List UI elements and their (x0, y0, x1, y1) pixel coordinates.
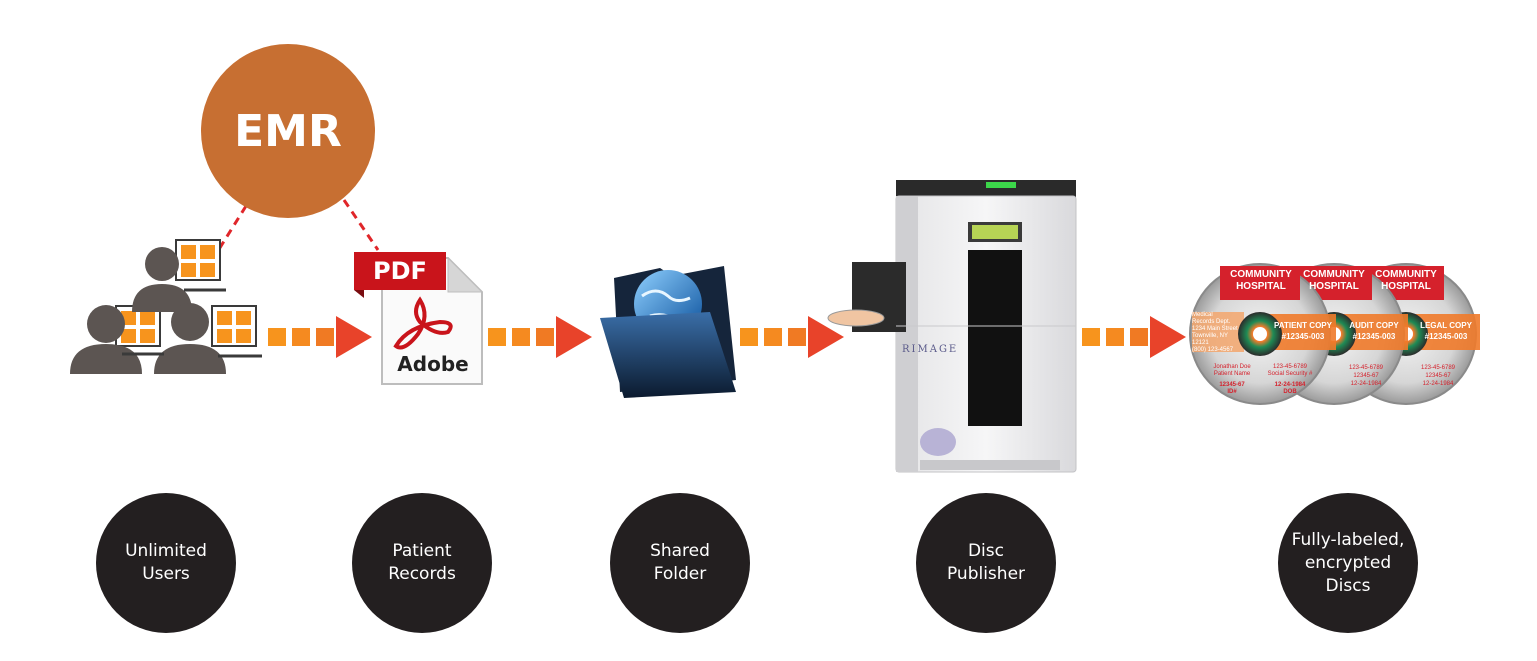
flow-arrow-1 (268, 316, 372, 358)
step-4-line2: Publisher (946, 564, 1026, 584)
disc-2-dob: 12-24-1984 (1350, 381, 1382, 387)
emr-connector-pdf (342, 199, 380, 251)
disc-1-id-label: ID# (1227, 389, 1237, 395)
disc-3-id: 12345-67 (1425, 373, 1451, 379)
disc-1-org-line1: COMMUNITY (1230, 269, 1292, 280)
disc-1-name-label: Patient Name (1213, 371, 1251, 377)
step-1-line2: Users (142, 564, 190, 584)
step-2-line1: Patient (392, 541, 452, 561)
step-1-line1: Unlimited (125, 541, 207, 561)
shared-folder-icon (600, 266, 736, 398)
step-2-line2: Records (388, 564, 456, 584)
disc-publisher-machine (827, 180, 1077, 473)
flow-arrow-2 (488, 316, 592, 358)
disc-3-org-line2: HOSPITAL (1381, 281, 1431, 292)
emr-circle: EMR (201, 44, 375, 218)
disc-3-number: #12345-003 (1424, 332, 1468, 341)
disc-1-ssn: 123-45-6789 (1272, 364, 1308, 370)
disc-2-id: 12345-67 (1353, 373, 1379, 379)
disc-3-org-line1: COMMUNITY (1375, 269, 1437, 280)
disc-3-copy: LEGAL COPY (1420, 321, 1472, 330)
disc-1-dob: 12-24-1984 (1274, 382, 1306, 388)
users-icon (70, 239, 262, 374)
disc-1-addr2: Townville, NY 12121 (1192, 333, 1228, 346)
step-5-line1: Fully-labeled, (1291, 529, 1405, 550)
disc-1-id: 12345-67 (1219, 382, 1245, 388)
step-3-line2: Folder (653, 564, 707, 584)
disc-1-phone: (800) 123-4567 (1192, 347, 1234, 353)
disc-2-ssn: 123-45-6789 (1348, 365, 1384, 371)
disc-2-org-line1: COMMUNITY (1303, 269, 1365, 280)
disc-1-copy: PATIENT COPY (1274, 321, 1332, 330)
disc-1-name: Jonathan Doe (1213, 364, 1251, 370)
step-4-line1: Disc (967, 541, 1004, 561)
disc-1-dept2: Records Dept. (1192, 319, 1231, 325)
step-5-line3: Discs (1325, 575, 1371, 596)
disc-3-ssn: 123-45-6789 (1420, 365, 1456, 371)
disc-1-addr1: 1234 Main Street (1192, 326, 1238, 332)
step-3-line1: Shared (650, 541, 710, 561)
disc-1-dept1: Medical (1192, 312, 1213, 318)
disc-2-copy: AUDIT COPY (1349, 321, 1399, 330)
disc-2-number: #12345-003 (1352, 332, 1396, 341)
disc-1-org-line2: HOSPITAL (1236, 281, 1286, 292)
disc-2-org-line2: HOSPITAL (1309, 281, 1359, 292)
disc-1-number: #12345-003 (1281, 332, 1325, 341)
emr-label: EMR (234, 105, 342, 157)
pdf-badge-text: PDF (373, 257, 427, 285)
pdf-brand-text: Adobe (397, 352, 469, 376)
disc-stack: COMMUNITY HOSPITAL PATIENT COPY #12345-0… (1184, 256, 1484, 416)
disc-1-ssn-label: Social Security # (1267, 371, 1313, 377)
publisher-brand: RIMAGE (902, 344, 959, 355)
step-5-line2: encrypted (1304, 552, 1392, 573)
pdf-document-icon (354, 252, 484, 385)
disc-graphics (1189, 263, 1480, 405)
disc-1 (1189, 263, 1336, 405)
flow-arrow-4 (1082, 316, 1186, 358)
disc-1-dob-label: DOB (1283, 389, 1297, 395)
flow-arrow-3 (740, 316, 844, 358)
disc-3-dob: 12-24-1984 (1422, 381, 1454, 387)
